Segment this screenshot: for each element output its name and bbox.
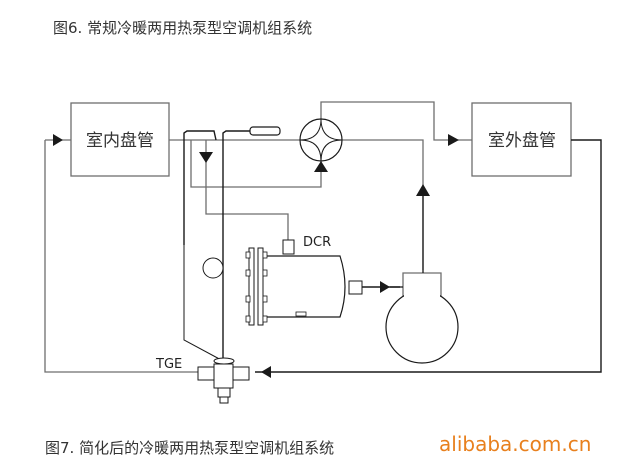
watermark: alibaba.com.cn bbox=[439, 432, 592, 456]
outdoor-coil-label: 室外盘管 bbox=[488, 131, 556, 151]
sight-glass-icon bbox=[202, 257, 224, 279]
arrow-up-valve bbox=[314, 161, 328, 172]
arrow-to-compressor bbox=[380, 281, 390, 293]
indoor-coil: 室内盘管 bbox=[70, 102, 170, 177]
arrow-outdoor-in bbox=[448, 134, 459, 146]
figure-caption-bottom: 图7. 简化后的冷暖两用热泵型空调机组系统 bbox=[45, 439, 335, 457]
arrow-down-left bbox=[199, 152, 213, 163]
filter-drier-icon: DCR bbox=[245, 235, 363, 326]
gray-pipes bbox=[44, 101, 472, 373]
tge-label: TGE bbox=[155, 357, 182, 372]
figure-caption-top: 图6. 常规冷暖两用热泵型空调机组系统 bbox=[53, 19, 313, 37]
sensing-bulb-icon bbox=[249, 126, 281, 136]
arrow-return bbox=[261, 366, 271, 378]
indoor-coil-label: 室内盘管 bbox=[86, 131, 154, 151]
compressor-icon bbox=[385, 190, 459, 364]
outdoor-coil: 室外盘管 bbox=[471, 102, 572, 177]
arrow-indoor-in bbox=[53, 134, 63, 146]
black-pipes bbox=[183, 130, 602, 373]
expansion-valve-icon: TGE bbox=[155, 357, 250, 404]
dcr-label: DCR bbox=[303, 235, 331, 250]
four-way-valve-icon bbox=[299, 118, 343, 162]
